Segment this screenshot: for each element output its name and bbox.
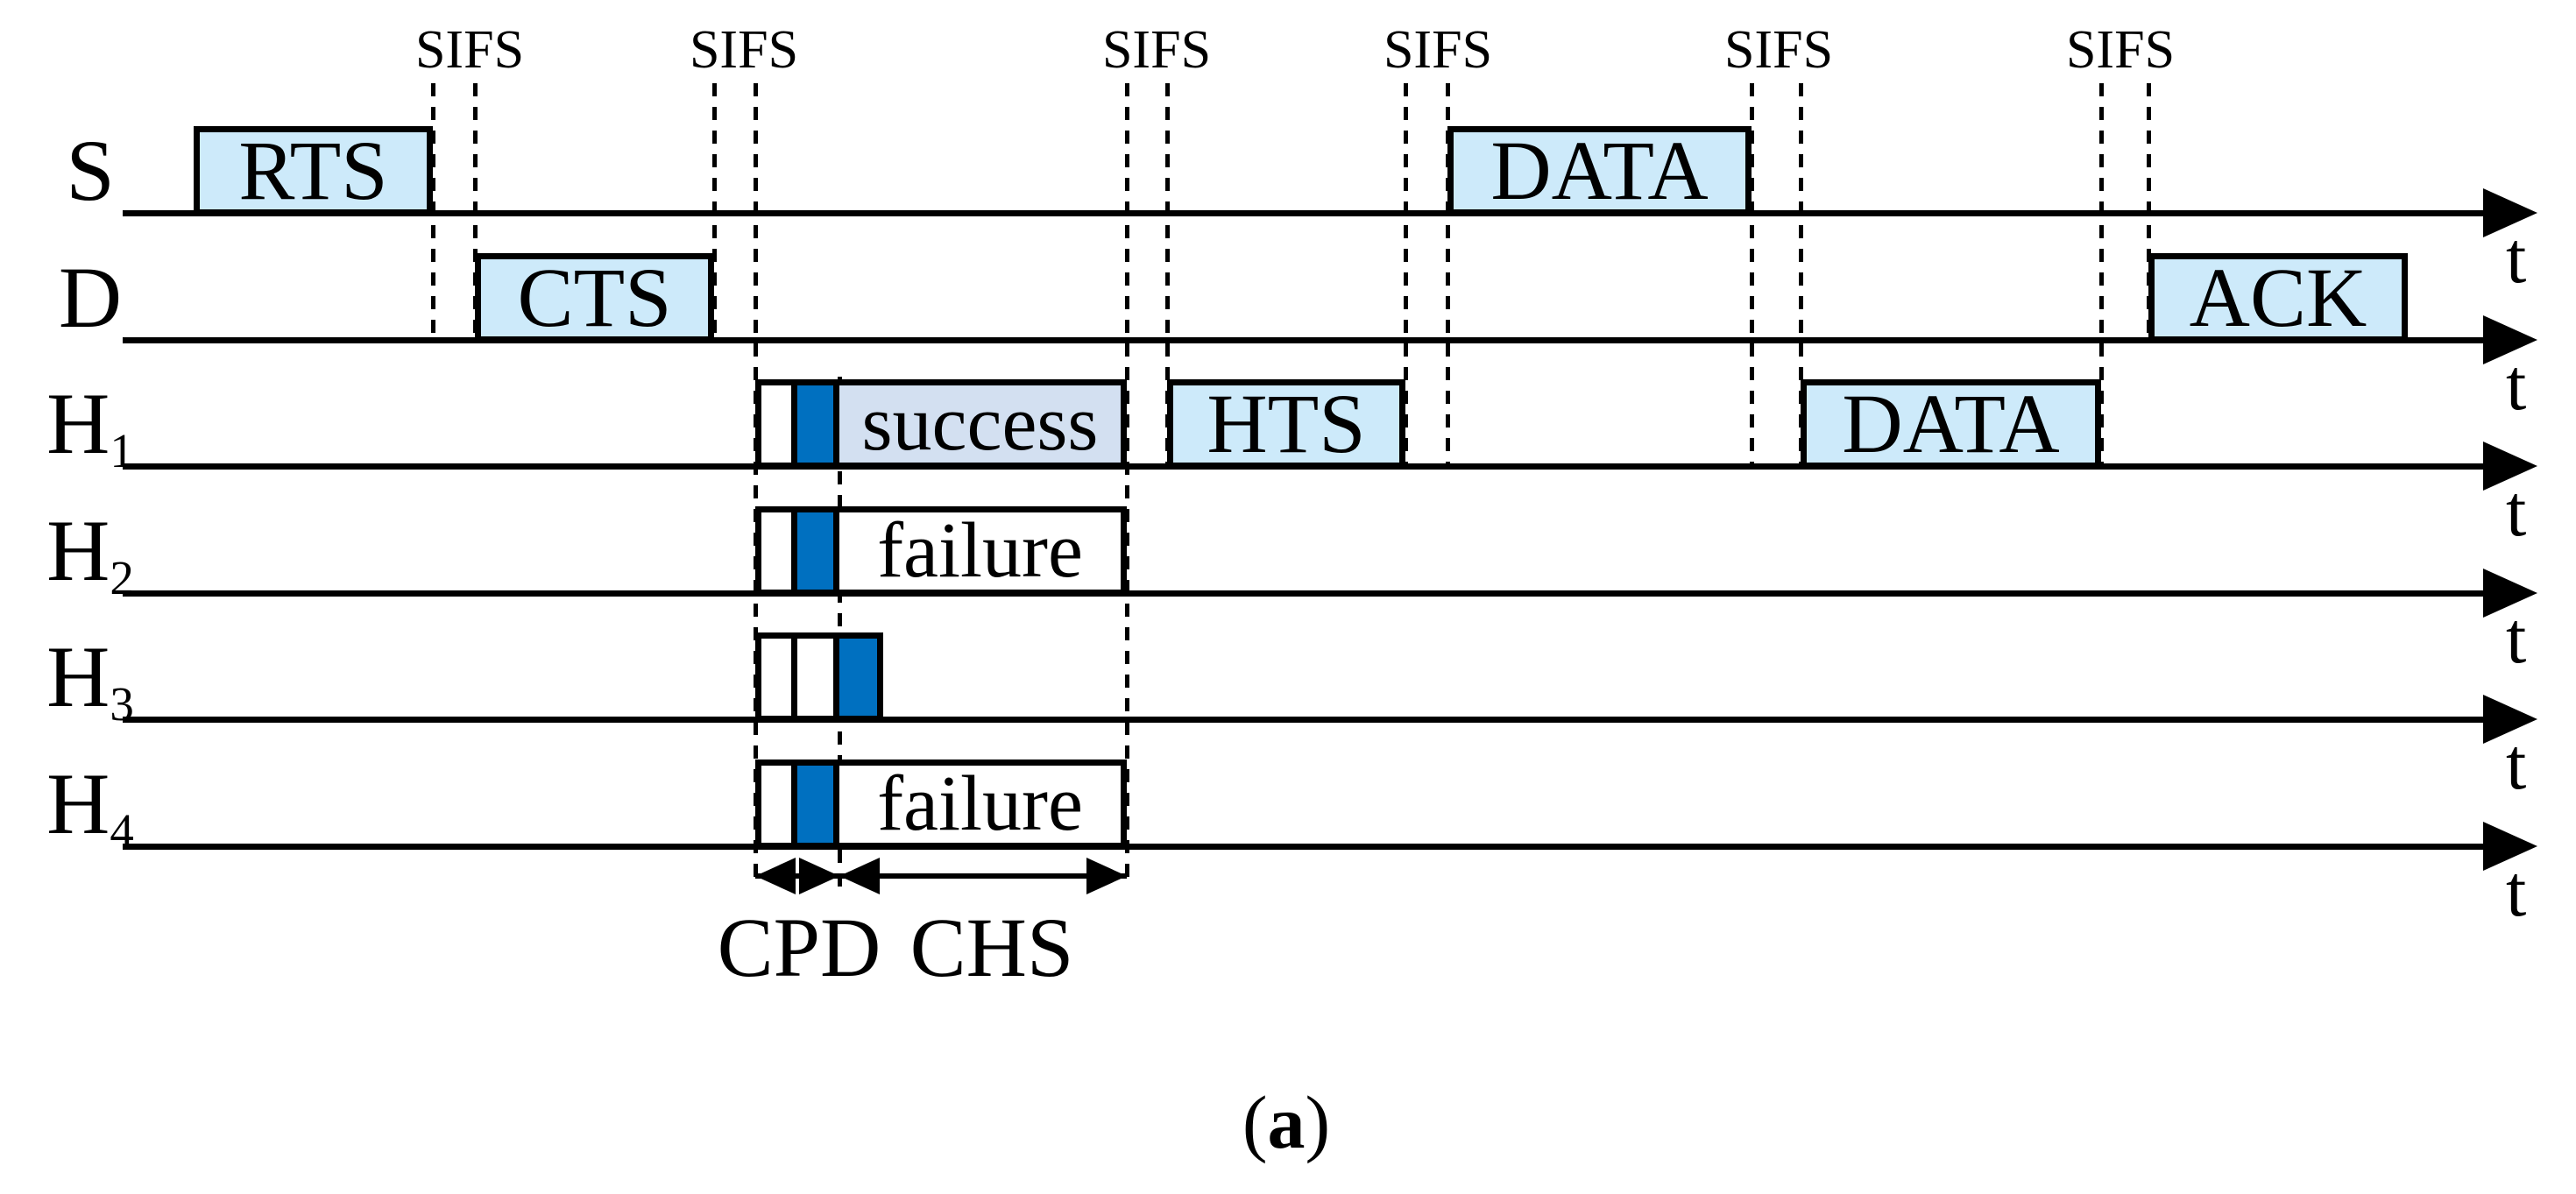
time-axis-arrowhead-h3-icon: [2483, 695, 2537, 744]
timeline-row-line-d: [123, 337, 2485, 343]
failure-box: failure: [833, 506, 1127, 596]
dashed-guide-line: [1404, 83, 1408, 466]
chs-arrowhead-right-icon: [1086, 858, 1127, 894]
frame-box-rts-s: RTS: [194, 126, 433, 215]
cpd-arrowhead-right-icon: [799, 858, 839, 894]
figure-caption: (a): [1172, 1084, 1400, 1160]
t-label-h3: t: [2506, 724, 2527, 805]
frame-box-data-h1: DATA: [1801, 379, 2101, 469]
busy-slot-box: [833, 632, 883, 722]
timeline-row-line-h2: [123, 590, 2485, 597]
idle-slot-box: [791, 632, 839, 722]
time-axis-arrowhead-d-icon: [2483, 315, 2537, 364]
t-label-h2: t: [2506, 597, 2527, 679]
success-box: success: [833, 379, 1127, 469]
time-axis-arrowhead-h2-icon: [2483, 569, 2537, 618]
frame-box-data-s: DATA: [1447, 126, 1752, 215]
sifs-label: SIFS: [414, 20, 525, 80]
frame-box-ack-d: ACK: [2148, 253, 2408, 343]
sifs-label: SIFS: [1723, 20, 1834, 80]
t-label-s: t: [2506, 217, 2527, 299]
caption-letter: a: [1267, 1080, 1306, 1164]
cpd-measure-arrow: [755, 873, 839, 879]
caption-open-paren: (: [1242, 1080, 1268, 1164]
row-label-s: S: [66, 122, 115, 219]
failure-box: failure: [833, 759, 1127, 849]
dashed-guide-line: [1165, 83, 1170, 466]
chs-arrowhead-left-icon: [839, 858, 880, 894]
sifs-label: SIFS: [1383, 20, 1493, 80]
row-label-d: D: [58, 249, 123, 346]
time-axis-arrowhead-h1-icon: [2483, 442, 2537, 491]
chs-measure-arrow: [839, 873, 1127, 879]
time-axis-arrowhead-h4-icon: [2483, 822, 2537, 871]
caption-close-paren: ): [1305, 1080, 1331, 1164]
dashed-guide-line: [2099, 83, 2104, 466]
dashed-guide-line: [754, 83, 758, 887]
cpd-label: CPD: [717, 901, 881, 994]
dashed-guide-line: [1125, 83, 1129, 887]
dashed-guide-line: [1799, 83, 1803, 466]
t-label-d: t: [2506, 344, 2527, 426]
busy-slot-box: [791, 379, 839, 469]
time-axis-arrowhead-s-icon: [2483, 188, 2537, 237]
dashed-guide-line: [1750, 83, 1754, 466]
dashed-guide-line: [1446, 83, 1450, 466]
frame-box-hts-h1: HTS: [1167, 379, 1405, 469]
idle-slot-box: [755, 632, 797, 722]
chs-label: CHS: [909, 901, 1074, 994]
t-label-h1: t: [2506, 470, 2527, 552]
cpd-arrowhead-left-icon: [755, 858, 796, 894]
timeline-row-line-h3: [123, 717, 2485, 723]
frame-box-cts-d: CTS: [475, 253, 714, 343]
sifs-label: SIFS: [2065, 20, 2176, 80]
sifs-label: SIFS: [689, 20, 799, 80]
t-label-h4: t: [2506, 851, 2527, 932]
dashed-guide-line: [838, 377, 842, 887]
sifs-label: SIFS: [1101, 20, 1212, 80]
timeline-row-line-s: [123, 210, 2485, 216]
busy-slot-box: [791, 506, 839, 596]
timeline-row-line-h4: [123, 844, 2485, 850]
busy-slot-box: [791, 759, 839, 849]
